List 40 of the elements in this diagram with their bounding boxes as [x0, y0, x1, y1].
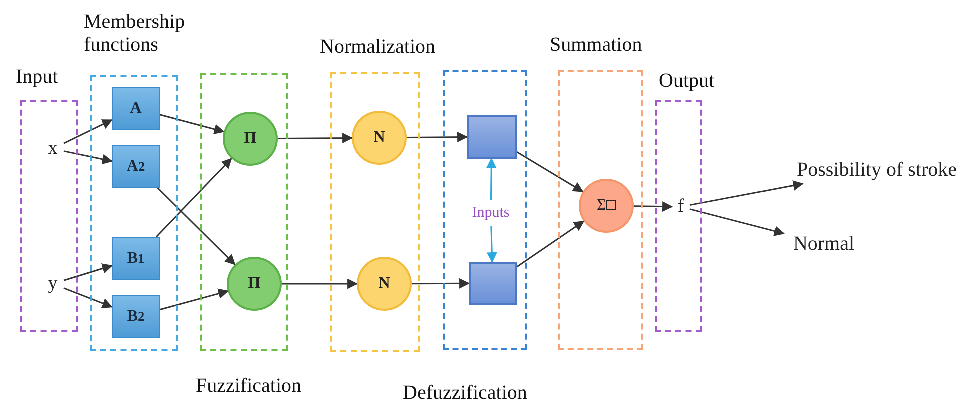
layer-heading: Defuzzification [403, 382, 528, 405]
arrow [278, 133, 354, 144]
layer-heading: Membership functions [84, 11, 186, 57]
arrow [282, 278, 358, 290]
normalization-node: N [352, 111, 407, 165]
arrow [156, 158, 232, 238]
variable-label: x [42, 137, 64, 161]
normalization-node: N [357, 257, 412, 311]
arrow [486, 158, 497, 200]
arrow [64, 150, 114, 165]
arrow [516, 151, 584, 192]
output-variable: f [672, 194, 690, 220]
empty-box [467, 115, 517, 159]
arrow [160, 114, 225, 135]
layer-heading: Fuzzification [196, 375, 302, 398]
output-class-label: Possibility of stroke [782, 156, 972, 184]
arrow [690, 208, 786, 236]
arrow [157, 187, 236, 266]
inputs-label: Inputs [462, 200, 520, 226]
arrow [690, 180, 804, 206]
output-class-label: Normal [784, 230, 864, 258]
membership-box: A [112, 87, 160, 130]
layer-heading: Summation [550, 34, 642, 57]
arrow [64, 288, 113, 309]
layer-heading: Output [659, 70, 715, 93]
layer-heading: Input [16, 66, 58, 89]
arrow [64, 120, 113, 144]
arrow [160, 288, 230, 311]
product-node: Π [223, 112, 278, 166]
arrow [412, 278, 470, 289]
arrow [516, 220, 585, 268]
product-node: Π [227, 257, 282, 311]
summation-node: Σ□ [579, 179, 634, 233]
variable-label: y [42, 272, 64, 296]
arrow [486, 226, 498, 264]
layer-heading: Normalization [320, 36, 436, 59]
arrow [634, 202, 674, 212]
arrow [64, 264, 113, 282]
arrow [407, 132, 468, 143]
empty-box [469, 262, 517, 305]
